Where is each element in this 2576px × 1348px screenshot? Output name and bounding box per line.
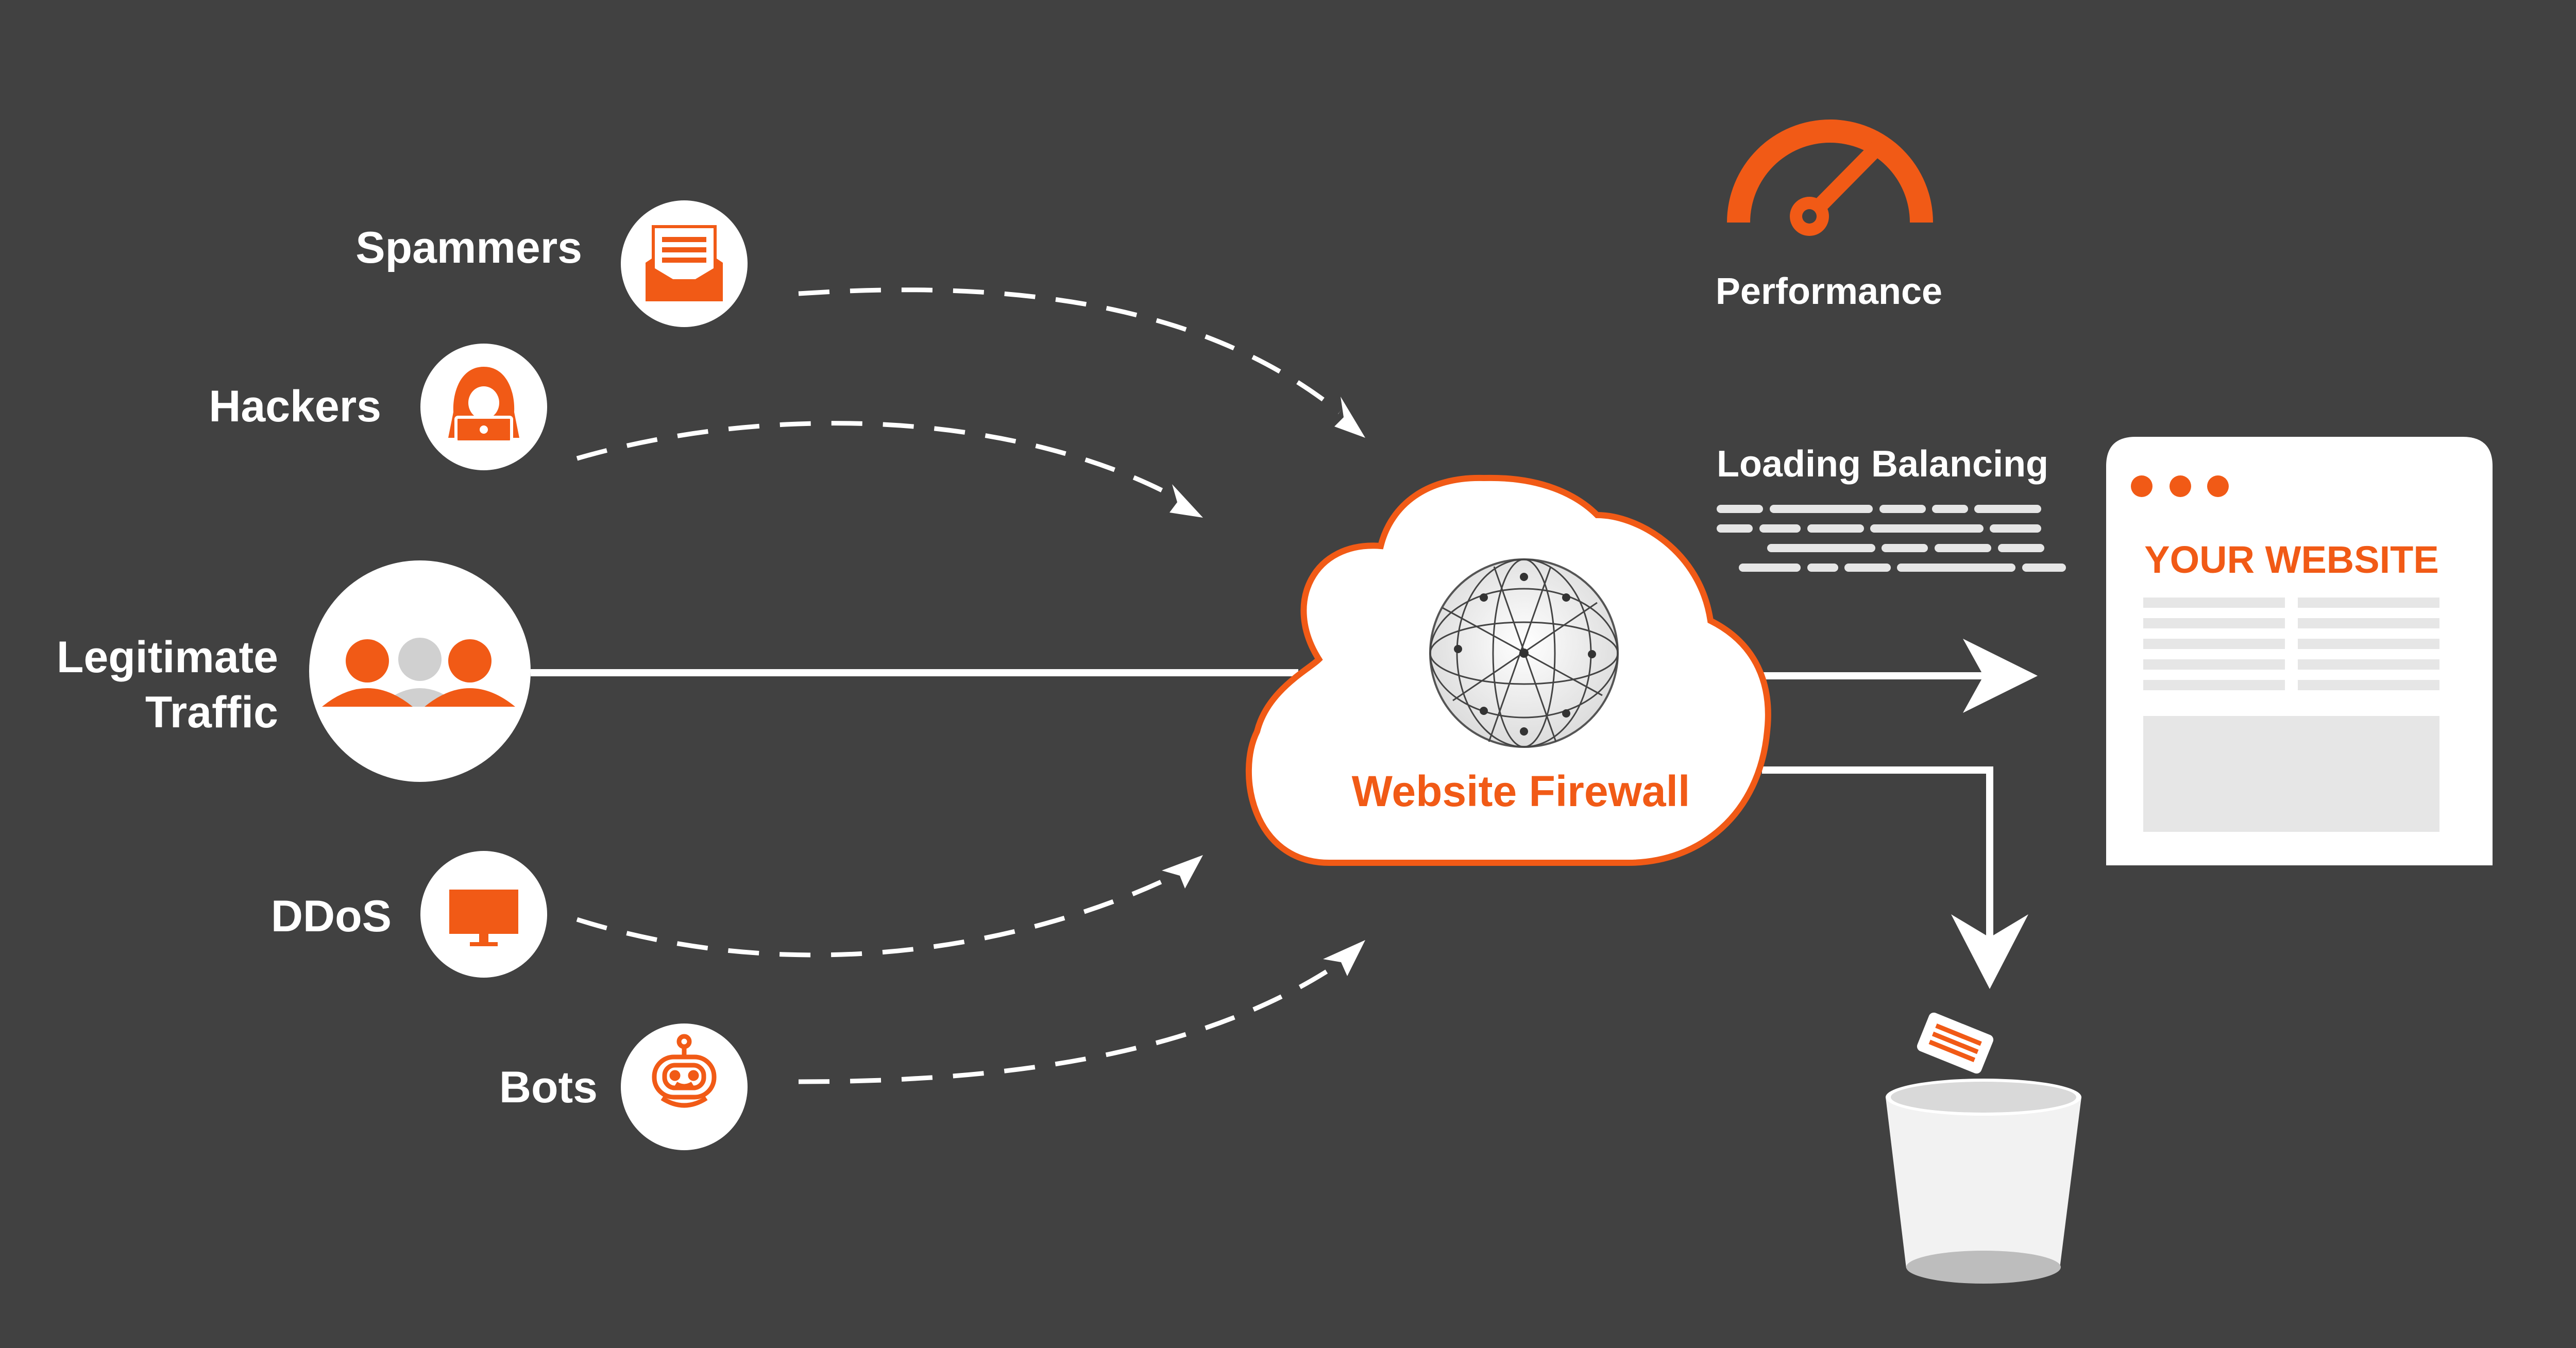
robot-icon xyxy=(652,1034,717,1108)
firewall-cloud: Website Firewall xyxy=(1246,474,1771,866)
bots-arrowhead xyxy=(1323,940,1365,976)
window-dot-2 xyxy=(2170,475,2191,497)
website-content-block xyxy=(2143,716,2439,832)
ddos-arrowhead xyxy=(1162,855,1203,889)
firewall-label: Website Firewall xyxy=(1352,767,1690,815)
load-balancing-lines xyxy=(1717,505,2066,572)
spammers-arrowhead xyxy=(1334,397,1365,438)
to-website-arrowhead xyxy=(1963,639,2038,713)
gauge-icon xyxy=(1727,120,1933,236)
spammers-arrow xyxy=(798,287,1341,414)
performance-label: Performance xyxy=(1716,271,1942,312)
window-dot-1 xyxy=(2131,475,2153,497)
source-ddos: DDoS xyxy=(271,851,547,978)
ddos-arrow xyxy=(576,868,1187,958)
hackers-label: Hackers xyxy=(209,382,381,431)
dashed-arrowheads xyxy=(1162,397,1365,976)
globe-network-icon xyxy=(1429,558,1619,748)
load-balancing-section: Loading Balancing xyxy=(1717,443,2066,572)
to-trash-arrowhead xyxy=(1951,914,2028,989)
solid-arrows xyxy=(531,639,2038,989)
source-bots: Bots xyxy=(499,1023,748,1150)
bots-arrow xyxy=(798,961,1341,1084)
legitimate-label-line1: Legitimate xyxy=(57,633,278,682)
ddos-label: DDoS xyxy=(271,892,392,941)
legitimate-label-line2: Traffic xyxy=(145,688,278,737)
website-window: YOUR WEBSITE xyxy=(2106,437,2493,865)
hackers-arrowhead xyxy=(1170,484,1203,518)
performance-section: Performance xyxy=(1716,120,1942,312)
envelope-icon xyxy=(646,225,723,301)
window-dot-3 xyxy=(2207,475,2229,497)
spammers-label: Spammers xyxy=(355,223,582,272)
website-title: YOUR WEBSITE xyxy=(2144,538,2438,581)
users-icon xyxy=(322,638,515,707)
to-trash-arrow-line xyxy=(1762,766,1993,937)
source-hackers: Hackers xyxy=(209,344,547,470)
monitor-icon xyxy=(449,890,518,946)
load-balancing-label: Loading Balancing xyxy=(1717,443,2048,485)
dashed-arrows xyxy=(576,287,1341,1084)
discarded-paper xyxy=(1917,1012,1994,1074)
hackers-arrow xyxy=(576,421,1181,502)
hacker-icon xyxy=(448,367,519,443)
bots-label: Bots xyxy=(499,1063,598,1112)
website-content-lines xyxy=(2143,598,2439,690)
source-spammers: Spammers xyxy=(355,200,748,327)
trash-bin-icon xyxy=(1886,1012,2081,1284)
source-legitimate-traffic: Legitimate Traffic xyxy=(57,560,531,782)
